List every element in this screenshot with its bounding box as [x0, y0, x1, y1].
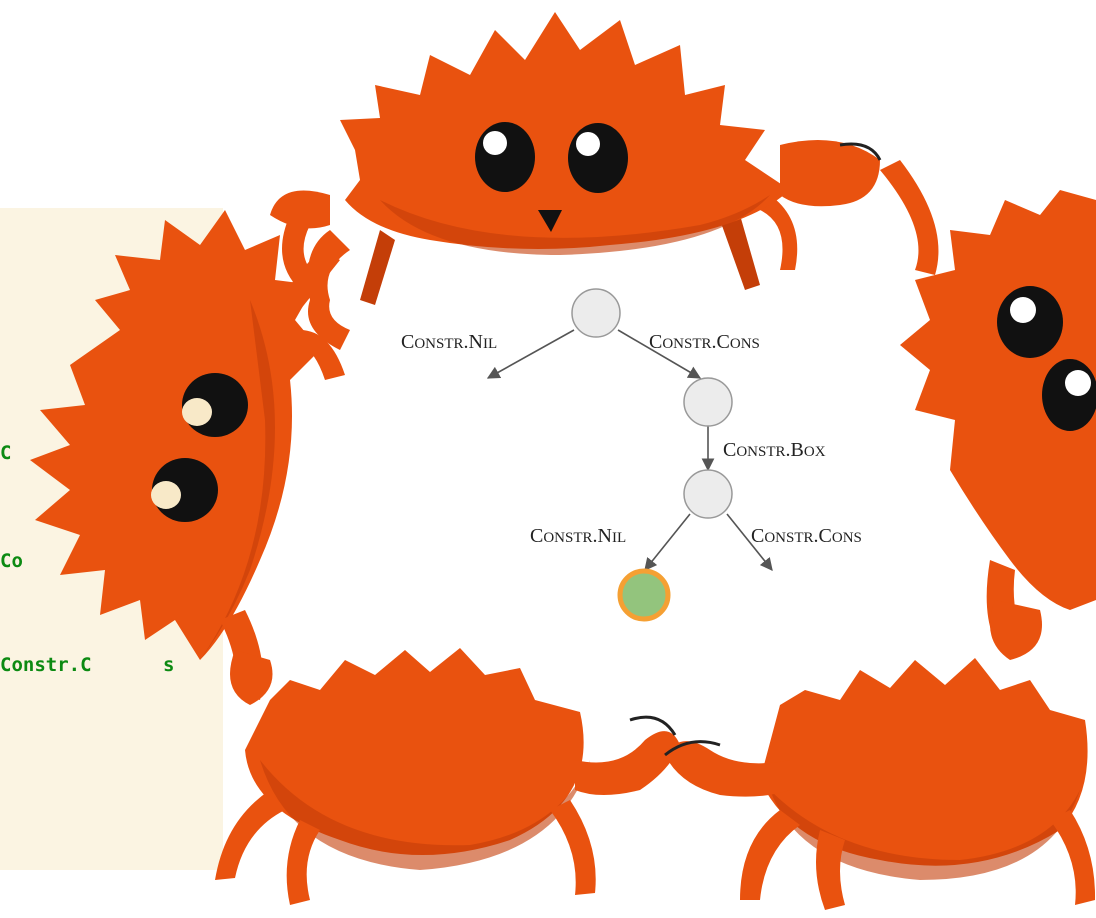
- crab-top: [270, 12, 880, 350]
- edge-inner-nil: [645, 514, 690, 570]
- edge-label-box: CONSTR.BOX: [723, 439, 826, 461]
- edge-label-root-cons: CONSTR.CONS: [649, 331, 760, 353]
- crab-right: [880, 160, 1096, 660]
- box-node: [684, 470, 732, 518]
- constructor-tree: CONSTR.NIL CONSTR.CONS CONSTR.BOX CONSTR…: [401, 289, 862, 619]
- leaf-node-highlighted: [620, 571, 668, 619]
- crab-bottom-right: [665, 658, 1095, 910]
- edge-label-root-nil: CONSTR.NIL: [401, 331, 497, 353]
- crab-left: [30, 210, 345, 700]
- cons-node: [684, 378, 732, 426]
- edge-root-nil: [488, 330, 574, 378]
- root-node: [572, 289, 620, 337]
- crab-bottom-left: [215, 648, 680, 905]
- edge-label-inner-nil: CONSTR.NIL: [530, 525, 626, 547]
- edge-label-inner-cons: CONSTR.CONS: [751, 525, 862, 547]
